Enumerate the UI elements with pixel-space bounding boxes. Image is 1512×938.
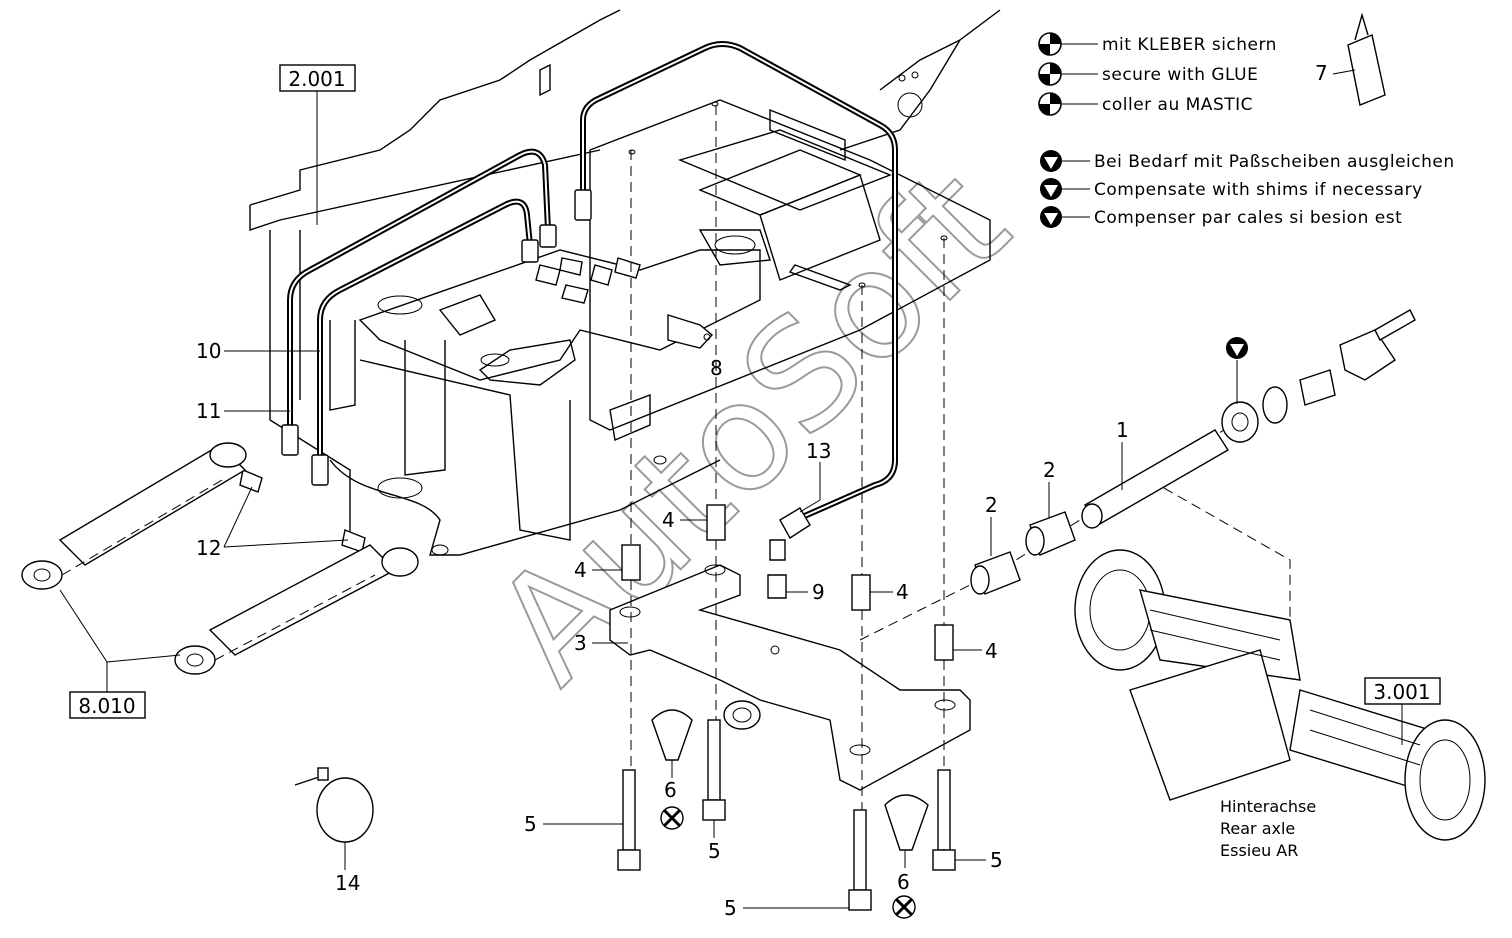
hose-fittings [239,189,811,599]
callout-3: 3 [574,631,587,655]
pendulum-bracket [609,564,971,791]
callout-14: 14 [335,871,360,895]
legend-shims-fr: Compenser par cales si besion est [1094,208,1402,228]
rear-axle [1074,549,1486,841]
callout-4a: 4 [662,508,675,532]
callout-5a: 5 [524,812,537,836]
callout-8: 8 [710,356,723,380]
legend-shims-en: Compensate with shims if necessary [1094,180,1423,200]
bolts [617,719,956,911]
ref-2001: 2.001 [288,67,345,91]
legend-glue-fr: coller au MASTIC [1102,95,1253,115]
callout-13: 13 [806,439,831,463]
caption-fr: Essieu AR [1220,841,1298,860]
callout-2b: 2 [985,493,998,517]
chassis-frame [249,9,1001,556]
legend-shims: Bei Bedarf mit Paßscheiben ausgleichen C… [1040,150,1455,228]
callout-6a: 6 [664,778,677,802]
callout-11: 11 [196,399,221,423]
glue-bottle [1347,12,1386,106]
rear-axle-caption: Hinterachse Rear axle Essieu AR [1220,797,1316,860]
hose-clamp [294,767,374,843]
shim-symbol-item [1226,337,1248,404]
legend-glue: mit KLEBER sichern secure with GLUE coll… [1038,32,1356,116]
legend-shims-de: Bei Bedarf mit Paßscheiben ausgleichen [1094,152,1455,172]
callout-10: 10 [196,339,221,363]
callout-6b: 6 [897,870,910,894]
callouts: 10 11 12 8 13 4 4 4 4 9 3 1 2 2 6 6 5 5 … [196,339,1129,920]
callout-1: 1 [1116,418,1129,442]
pivot-parts [970,309,1416,595]
shim-symbol-icon [1040,150,1062,228]
steering-cylinders [21,442,419,675]
rubber-buffers [651,709,929,919]
callout-9: 9 [812,580,825,604]
caption-en: Rear axle [1220,819,1295,838]
hydraulic-hoses [287,41,898,521]
callout-4c: 4 [896,580,909,604]
callout-4b: 4 [574,558,587,582]
ref-8010: 8.010 [78,694,135,718]
caption-de: Hinterachse [1220,797,1316,816]
callout-2a: 2 [1043,458,1056,482]
callout-5b: 5 [708,839,721,863]
callout-12: 12 [196,536,221,560]
callout-5d: 5 [724,896,737,920]
legend-glue-en: secure with GLUE [1102,65,1258,85]
glue-symbol-icon [1038,32,1062,116]
legend-glue-de: mit KLEBER sichern [1102,35,1277,55]
callout-7: 7 [1315,61,1328,85]
callout-5c: 5 [990,848,1003,872]
reference-boxes: 2.001 8.010 3.001 [59,64,1441,745]
ref-3001: 3.001 [1373,680,1430,704]
callout-4d: 4 [985,639,998,663]
